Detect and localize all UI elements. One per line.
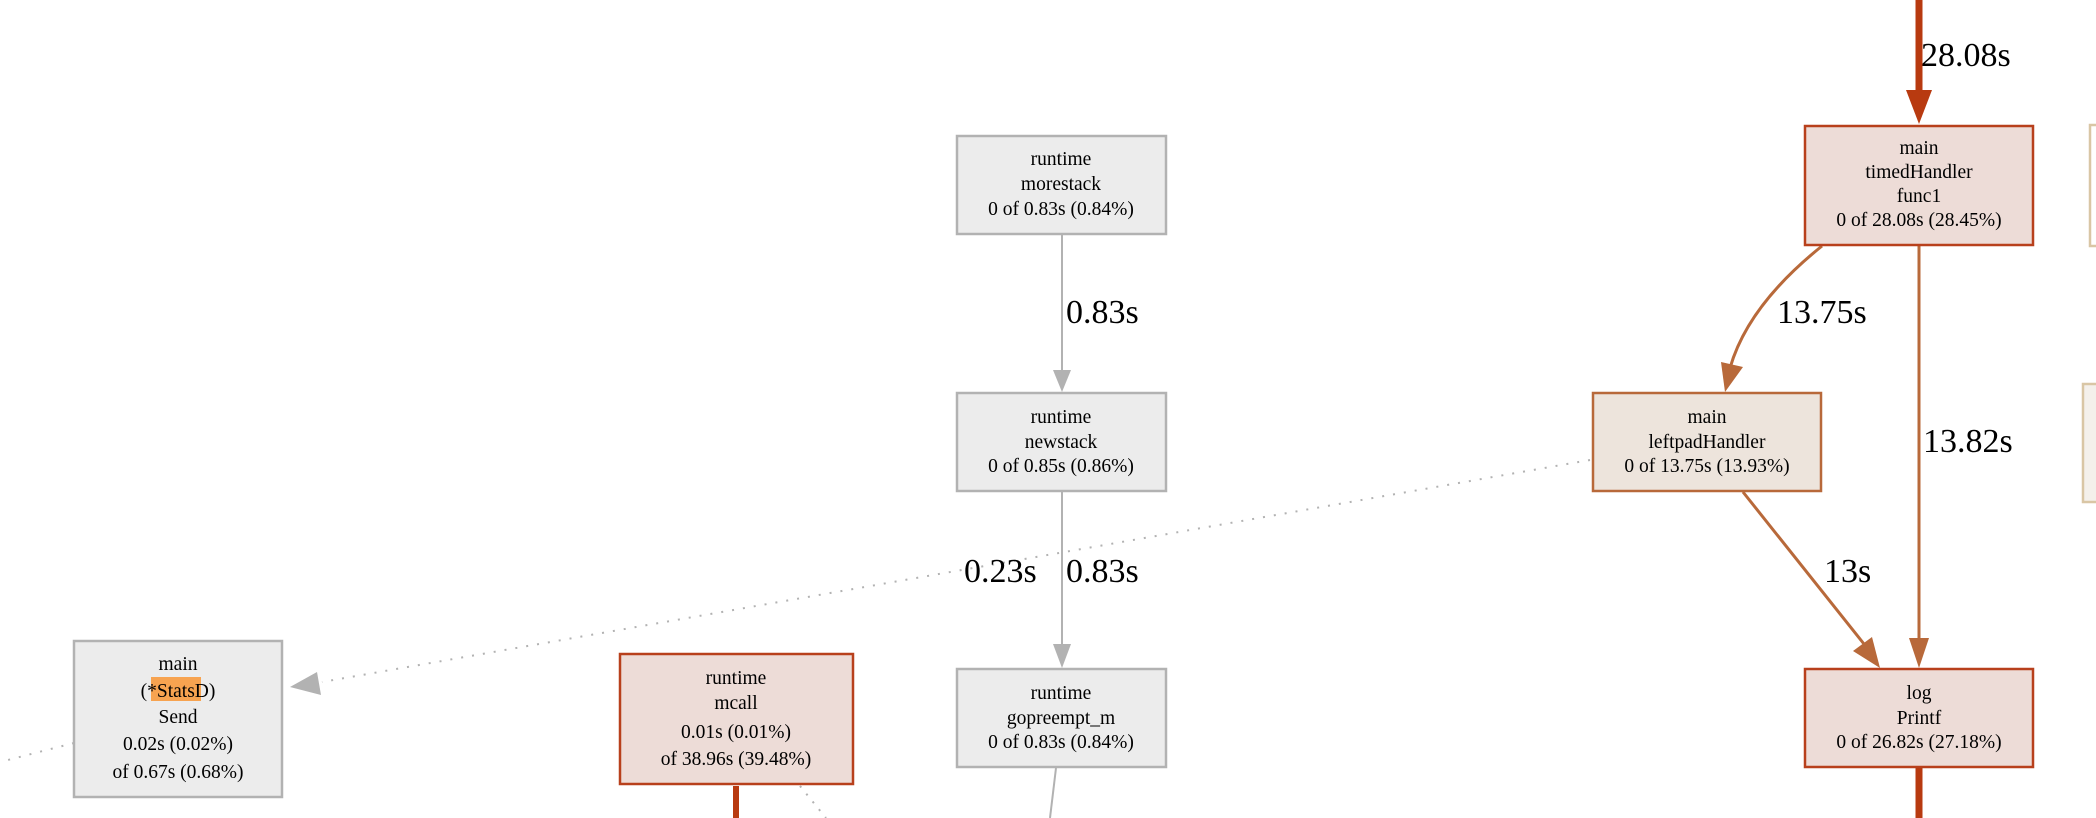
- node-label-line: newstack: [1025, 432, 1098, 453]
- node-label-line: mcall: [714, 693, 758, 714]
- edge-gopreempt-out[interactable]: [1049, 767, 1057, 818]
- node-label-line: 0.02s (0.02%): [123, 734, 233, 755]
- node-label-line: Send: [159, 707, 198, 728]
- node-label-line: log: [1907, 683, 1932, 704]
- node-label-line: 0 of 28.08s (28.45%): [1836, 210, 2001, 231]
- node-runtime-morestack[interactable]: runtime morestack 0 of 0.83s (0.84%): [955, 134, 1168, 236]
- edge-morestack-newstack[interactable]: [1053, 235, 1071, 392]
- node-label-line: 0 of 0.83s (0.84%): [988, 732, 1134, 753]
- node-log-printf[interactable]: log Printf 0 of 26.82s (27.18%): [1803, 667, 2035, 769]
- edge-label-morestack-newstack: 0.83s: [1066, 294, 1139, 331]
- node-label-line: 0 of 0.85s (0.86%): [988, 456, 1134, 477]
- node-label-line: of 38.96s (39.48%): [661, 749, 812, 770]
- edge-label-newstack-gopreempt: 0.83s: [1066, 553, 1139, 590]
- edge-newstack-gopreempt[interactable]: [1053, 492, 1071, 668]
- node-label-line: 0.01s (0.01%): [681, 722, 791, 743]
- node-main-timedhandler-func1[interactable]: main timedHandler func1 0 of 28.08s (28.…: [1803, 124, 2035, 247]
- node-main-leftpadhandler[interactable]: main leftpadHandler 0 of 13.75s (13.93%): [1591, 391, 1823, 493]
- node-runtime-newstack[interactable]: runtime newstack 0 of 0.85s (0.86%): [955, 391, 1168, 493]
- edge-label-into-timed: 28.08s: [1921, 37, 2011, 74]
- node-label-line: main: [1688, 407, 1727, 428]
- search-match: Stats: [157, 681, 195, 702]
- edge-statsd-out[interactable]: [0, 742, 75, 763]
- edge-leftpad-printf[interactable]: [1741, 491, 1880, 668]
- node-label-line: 0 of 13.75s (13.93%): [1624, 456, 1789, 477]
- node-label-line: main: [159, 654, 198, 675]
- node-main-statsd-send[interactable]: main (*StatsD) Send 0.02s (0.02%) of 0.6…: [72, 639, 284, 799]
- node-label-line: 0 of 26.82s (27.18%): [1836, 732, 2001, 753]
- edge-timed-printf[interactable]: [1909, 246, 1929, 668]
- node-label-line: morestack: [1021, 174, 1101, 195]
- edge-into-timedhandler[interactable]: [1906, 0, 1932, 124]
- node-label-line: main: [1900, 138, 1939, 159]
- search-highlight: [151, 677, 201, 701]
- node-label-line: runtime: [1031, 683, 1092, 704]
- node-label-line: runtime: [706, 668, 767, 689]
- node-runtime-mcall[interactable]: runtime mcall 0.01s (0.01%) of 38.96s (3…: [618, 652, 855, 786]
- node-label-line: timedHandler: [1865, 162, 1973, 183]
- node-label-line: func1: [1897, 186, 1941, 207]
- edge-leftpad-statsd[interactable]: [290, 459, 1591, 695]
- node-label-line: runtime: [1031, 407, 1092, 428]
- node-label-line-highlighted: (*StatsD): [141, 681, 216, 702]
- node-label-line: 0 of 0.83s (0.84%): [988, 199, 1134, 220]
- node-label-line: leftpadHandler: [1649, 432, 1766, 453]
- node-label-line: runtime: [1031, 149, 1092, 170]
- edge-mcall-out-dotted[interactable]: [799, 785, 827, 818]
- node-label-line: of 0.67s (0.68%): [112, 762, 243, 783]
- node-offscreen-right-top[interactable]: [2088, 123, 2096, 248]
- node-label-line: Printf: [1897, 708, 1942, 729]
- edge-label-leftpad-printf: 13s: [1824, 553, 1871, 590]
- node-runtime-gopreempt-m[interactable]: runtime gopreempt_m 0 of 0.83s (0.84%): [955, 667, 1168, 769]
- edge-timed-leftpad[interactable]: [1721, 244, 1823, 392]
- node-label-line: gopreempt_m: [1007, 708, 1115, 729]
- node-offscreen-right-middle[interactable]: [2081, 382, 2096, 504]
- edge-label-timed-printf: 13.82s: [1923, 423, 2013, 460]
- edge-label-leftpad-statsd: 0.23s: [964, 553, 1037, 590]
- edge-label-timed-leftpad: 13.75s: [1777, 294, 1867, 331]
